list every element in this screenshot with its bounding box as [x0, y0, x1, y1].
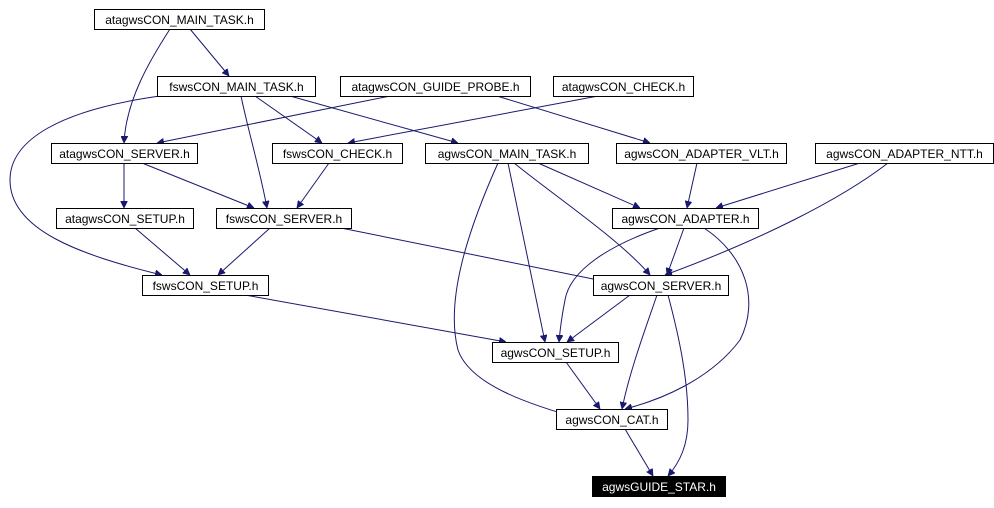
node-fsws-check[interactable]: fswsCON_CHECK.h: [272, 143, 403, 164]
edge-fsws_check-to-fsws_server: [297, 162, 330, 208]
edge-atagws_check-to-fsws_check: [348, 95, 599, 143]
node-agws-adapter-ntt[interactable]: agwsCON_ADAPTER_NTT.h: [815, 143, 994, 164]
edge-fsws_main_task-to-fsws_setup: [9, 95, 162, 275]
node-label: agwsCON_ADAPTER_VLT.h: [624, 147, 779, 161]
node-label: atagwsCON_CHECK.h: [562, 80, 685, 94]
edge-fsws_main_task-to-fsws_server: [240, 95, 267, 208]
nodes-layer: atagwsCON_MAIN_TASK.h fswsCON_MAIN_TASK.h…: [51, 9, 994, 497]
edge-agws_server-to-agws_guide_star: [668, 294, 689, 476]
edge-agws_setup-to-agws_cat: [565, 361, 600, 409]
node-box: [592, 476, 726, 497]
node-box: [94, 9, 265, 30]
node-box: [340, 76, 531, 97]
node-label: agwsCON_SERVER.h: [601, 279, 722, 293]
node-label: fswsCON_MAIN_TASK.h: [169, 80, 303, 94]
edge-agws_adapter-to-agws_cat: [625, 227, 750, 409]
edge-agws_main_task-to-agws_adapter: [537, 162, 640, 208]
node-label: fswsCON_CHECK.h: [283, 147, 392, 161]
node-atagws-check[interactable]: atagwsCON_CHECK.h: [553, 76, 694, 97]
node-box: [51, 143, 198, 164]
node-agws-guide-star: agwsGUIDE_STAR.h: [592, 476, 726, 497]
edge-agws_server-to-agws_setup: [567, 294, 631, 342]
node-box: [272, 143, 403, 164]
node-box: [142, 275, 269, 296]
node-label: agwsCON_CAT.h: [565, 413, 658, 427]
edge-agws_server-to-agws_cat: [622, 294, 658, 409]
node-label: fswsCON_SETUP.h: [153, 279, 259, 293]
edge-agws_adapter_ntt-to-agws_server: [665, 162, 889, 275]
node-label: fswsCON_SERVER.h: [226, 212, 342, 226]
edge-agws_adapter_ntt-to-agws_adapter: [716, 162, 861, 208]
edge-agws_main_task-to-agws_setup: [507, 162, 545, 342]
node-agws-server[interactable]: agwsCON_SERVER.h: [593, 275, 729, 296]
node-agws-adapter-vlt[interactable]: agwsCON_ADAPTER_VLT.h: [616, 143, 787, 164]
node-box: [612, 208, 759, 229]
node-box: [593, 275, 729, 296]
node-agws-cat[interactable]: agwsCON_CAT.h: [556, 409, 668, 430]
node-atagws-setup[interactable]: atagwsCON_SETUP.h: [56, 208, 194, 229]
node-label: atagwsCON_GUIDE_PROBE.h: [351, 80, 519, 94]
node-fsws-server[interactable]: fswsCON_SERVER.h: [216, 208, 352, 229]
edge-agws_main_task-to-agws_server: [513, 162, 650, 275]
edge-fsws_main_task-to-agws_main_task: [289, 95, 458, 143]
edge-fsws_server-to-fsws_setup: [218, 227, 271, 275]
node-box: [157, 76, 316, 97]
node-atagws-guide-probe[interactable]: atagwsCON_GUIDE_PROBE.h: [340, 76, 531, 97]
node-fsws-setup[interactable]: fswsCON_SETUP.h: [142, 275, 269, 296]
node-box: [56, 208, 194, 229]
edge-atagws_guide_probe-to-atagws_server: [157, 95, 391, 143]
node-label: agwsCON_ADAPTER_NTT.h: [826, 147, 983, 161]
edge-fsws_main_task-to-fsws_check: [254, 95, 322, 143]
edge-atagws_main_task-to-atagws_server: [124, 28, 171, 143]
node-label: atagwsCON_MAIN_TASK.h: [105, 13, 254, 27]
node-label: agwsCON_MAIN_TASK.h: [438, 147, 577, 161]
node-agws-main-task[interactable]: agwsCON_MAIN_TASK.h: [425, 143, 589, 164]
edge-atagws_main_task-to-fsws_main_task: [189, 28, 229, 76]
node-label: agwsCON_ADAPTER.h: [621, 212, 749, 226]
node-agws-adapter[interactable]: agwsCON_ADAPTER.h: [612, 208, 759, 229]
node-label: agwsGUIDE_STAR.h: [602, 480, 716, 494]
node-box: [553, 76, 694, 97]
edge-agws_main_task-to-agws_cat: [453, 162, 585, 420]
node-fsws-main-task[interactable]: fswsCON_MAIN_TASK.h: [157, 76, 316, 97]
node-box: [425, 143, 589, 164]
edge-agws_adapter-to-agws_server: [667, 227, 685, 275]
edge-fsws_setup-to-agws_setup: [244, 294, 506, 342]
edge-agws_adapter_vlt-to-agws_adapter: [687, 162, 698, 208]
node-agws-setup[interactable]: agwsCON_SETUP.h: [492, 342, 619, 363]
node-atagws-main-task[interactable]: atagwsCON_MAIN_TASK.h: [94, 9, 265, 30]
edges-layer: [9, 28, 889, 476]
node-box: [616, 143, 787, 164]
node-atagws-server[interactable]: atagwsCON_SERVER.h: [51, 143, 198, 164]
edge-agws_adapter-to-agws_setup: [559, 227, 661, 342]
edge-agws_cat-to-agws_guide_star: [624, 428, 654, 476]
node-label: atagwsCON_SETUP.h: [65, 212, 185, 226]
edge-fsws_server-to-agws_server: [340, 227, 608, 282]
edge-atagws_server-to-fsws_server: [141, 162, 254, 208]
node-label: atagwsCON_SERVER.h: [59, 147, 190, 161]
node-label: agwsCON_SETUP.h: [501, 346, 611, 360]
node-box: [216, 208, 352, 229]
node-box: [556, 409, 668, 430]
edge-atagws_guide_probe-to-agws_adapter_vlt: [496, 95, 650, 143]
edge-atagws_setup-to-fsws_setup: [134, 227, 190, 275]
node-box: [492, 342, 619, 363]
